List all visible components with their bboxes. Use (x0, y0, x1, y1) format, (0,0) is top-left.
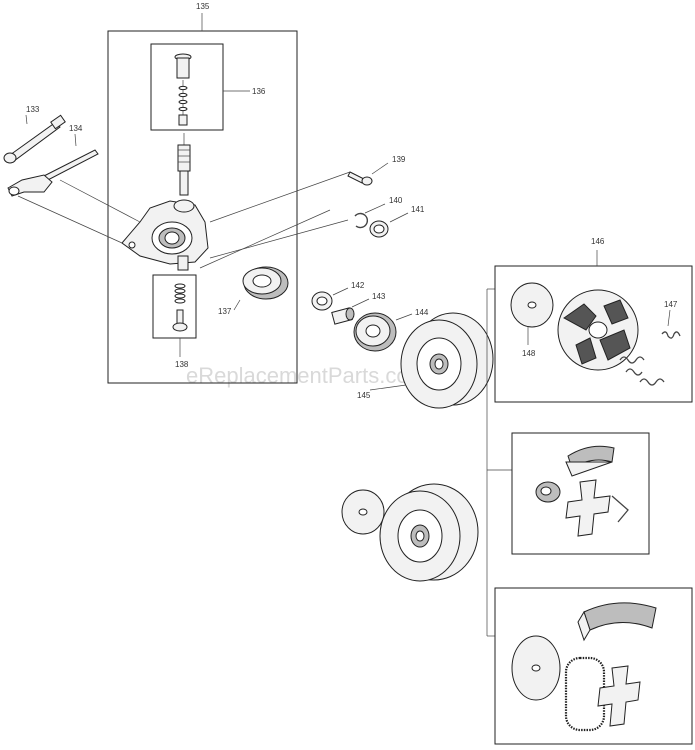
drive-gear-part (242, 266, 289, 300)
callout-140: 140 (389, 196, 403, 205)
subkit-136-box (150, 43, 224, 131)
oil-pump-body-part (121, 199, 209, 271)
callout-135: 135 (196, 2, 210, 11)
adjusting-screw-part (172, 283, 188, 332)
garter-spring-part (564, 656, 606, 732)
needle-bearing-143-part (331, 307, 355, 325)
washer-bottom-part (511, 635, 561, 701)
callout-143: 143 (372, 292, 386, 301)
lever-134-part: 134 (7, 124, 99, 197)
callout-134: 134 (69, 124, 83, 133)
washer-141-part (369, 220, 389, 238)
callout-148: 148 (522, 349, 536, 358)
sprocket-144-part (353, 312, 397, 352)
bolt-133-part: 133 (3, 105, 66, 164)
circlip-140-part (354, 212, 369, 229)
clutch-shoes-part (557, 289, 639, 371)
callout-139: 139 (392, 155, 406, 164)
callout-146: 146 (591, 237, 605, 246)
screw-plug-part (174, 53, 192, 126)
callout-136: 136 (252, 87, 266, 96)
clutch-shoe-bottom-part (577, 602, 657, 642)
callout-145: 145 (357, 391, 371, 400)
callout-144: 144 (415, 308, 429, 317)
screw-139-part (347, 171, 373, 186)
clutch-assembly-box: 146 148 147 (494, 237, 693, 403)
callout-147: 147 (664, 300, 678, 309)
clutch-drum-145-part (400, 312, 494, 409)
clutch-shoe-part (565, 445, 615, 477)
callout-137: 137 (218, 307, 232, 316)
alternative-clutch-box (511, 432, 650, 555)
watermark-text: eReplacementParts.com (186, 363, 427, 388)
worm-shaft-part (177, 133, 191, 196)
clutch-hub-bottom-part (597, 665, 641, 727)
springs-part (619, 331, 681, 386)
subkit-138-box (152, 274, 197, 339)
bearing-part (535, 481, 561, 503)
callout-142: 142 (351, 281, 365, 290)
clutch-drum-alt-part (379, 483, 479, 582)
callout-133: 133 (26, 105, 40, 114)
callout-138: 138 (175, 360, 189, 369)
callout-141: 141 (411, 205, 425, 214)
bottom-clutch-box (494, 587, 693, 745)
washer-alt-part (341, 489, 385, 535)
oil-pump-assembly-box: 135 136 (107, 2, 298, 384)
clutch-hub-part (565, 479, 611, 537)
washer-148-part (510, 282, 554, 328)
washer-142-part (311, 291, 333, 311)
